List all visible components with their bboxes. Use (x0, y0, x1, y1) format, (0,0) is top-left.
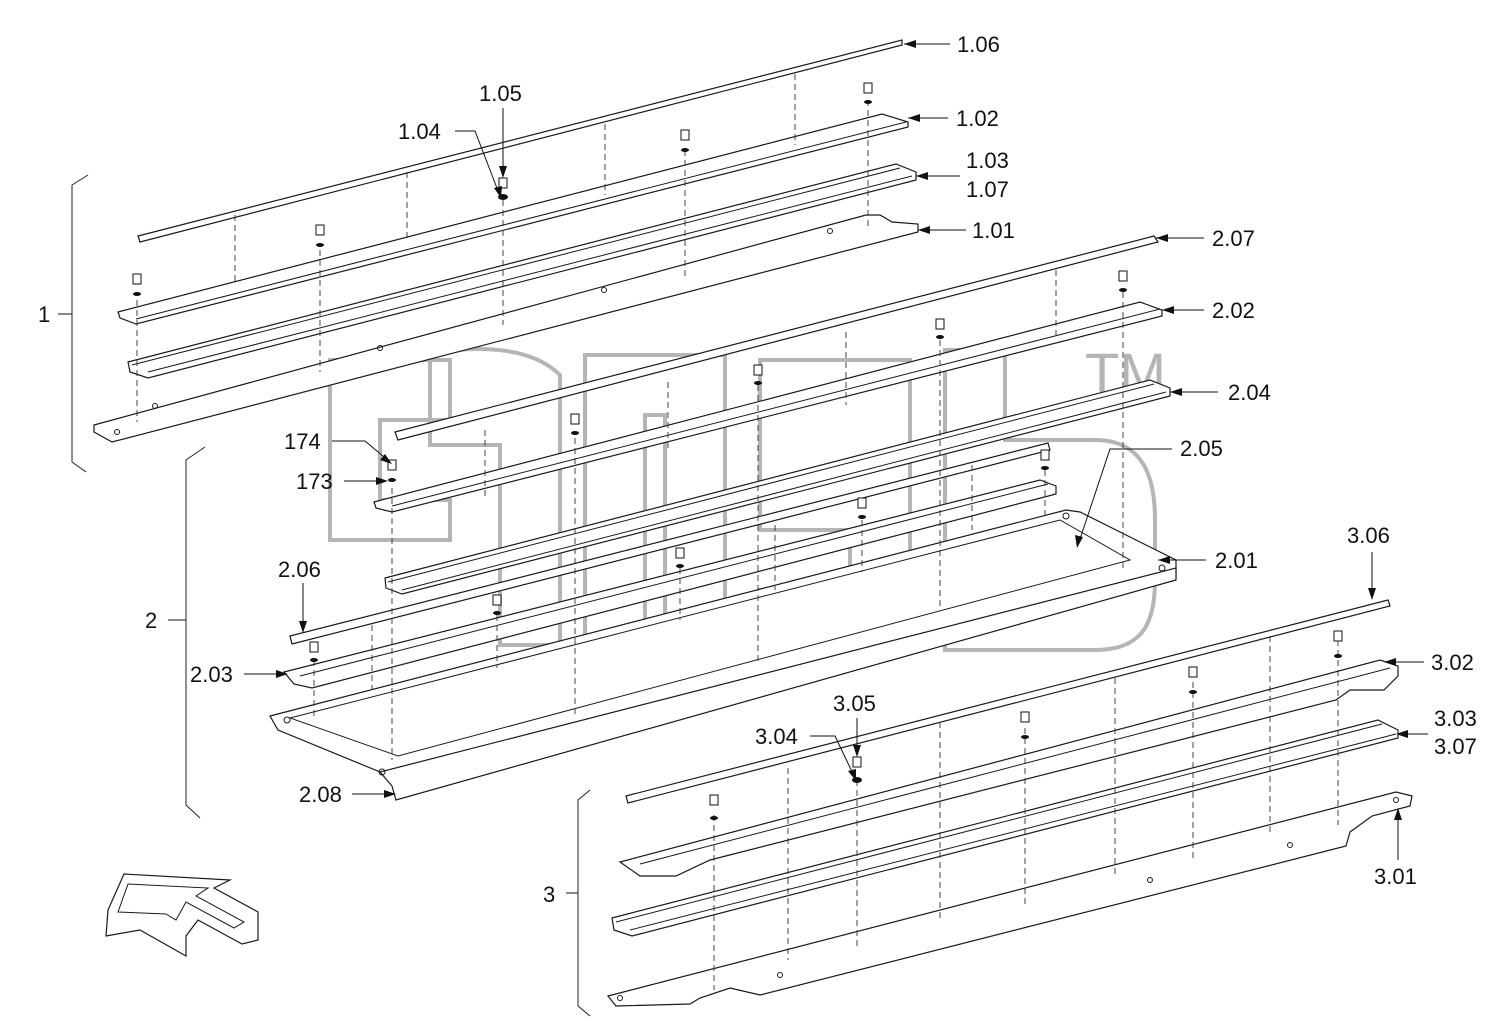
callout-173: 173 (296, 469, 333, 494)
callout-1-02: 1.02 (956, 106, 999, 131)
callout-1-05: 1.05 (479, 81, 522, 106)
assembly-group-1 (58, 39, 919, 473)
callout-1-03: 1.03 (966, 148, 1009, 173)
callout-2-04: 2.04 (1228, 380, 1271, 405)
callout-1-07: 1.07 (966, 177, 1009, 202)
callout-2-07: 2.07 (1212, 226, 1255, 251)
callout-2-01: 2.01 (1215, 548, 1258, 573)
callout-3-02: 3.02 (1431, 650, 1474, 675)
callout-2-02: 2.02 (1212, 298, 1255, 323)
group-label-1: 1 (38, 302, 50, 327)
callout-3-03: 3.03 (1434, 706, 1477, 731)
callout-1-04: 1.04 (398, 119, 441, 144)
callout-2-08: 2.08 (299, 782, 342, 807)
direction-arrow-icon (105, 873, 259, 958)
callout-2-03: 2.03 (190, 662, 233, 687)
callout-2-05: 2.05 (1180, 436, 1223, 461)
callout-3-06: 3.06 (1347, 523, 1390, 548)
callout-1-01: 1.01 (972, 218, 1015, 243)
group-label-2: 2 (145, 608, 157, 633)
callout-1-06: 1.06 (957, 32, 1000, 57)
callout-174: 174 (284, 429, 321, 454)
assembly-group-3 (566, 599, 1413, 1017)
group-label-3: 3 (543, 882, 555, 907)
assembly-group-2 (168, 235, 1177, 819)
callout-leaders (244, 40, 1428, 860)
callout-3-01: 3.01 (1374, 864, 1417, 889)
callout-3-04: 3.04 (755, 724, 798, 749)
callout-3-07: 3.07 (1434, 734, 1477, 759)
callout-labels: 1.06 1.05 1.04 1.02 1.03 1.07 1.01 2.07 … (38, 32, 1477, 907)
callout-3-05: 3.05 (833, 691, 876, 716)
callout-2-06: 2.06 (278, 557, 321, 582)
